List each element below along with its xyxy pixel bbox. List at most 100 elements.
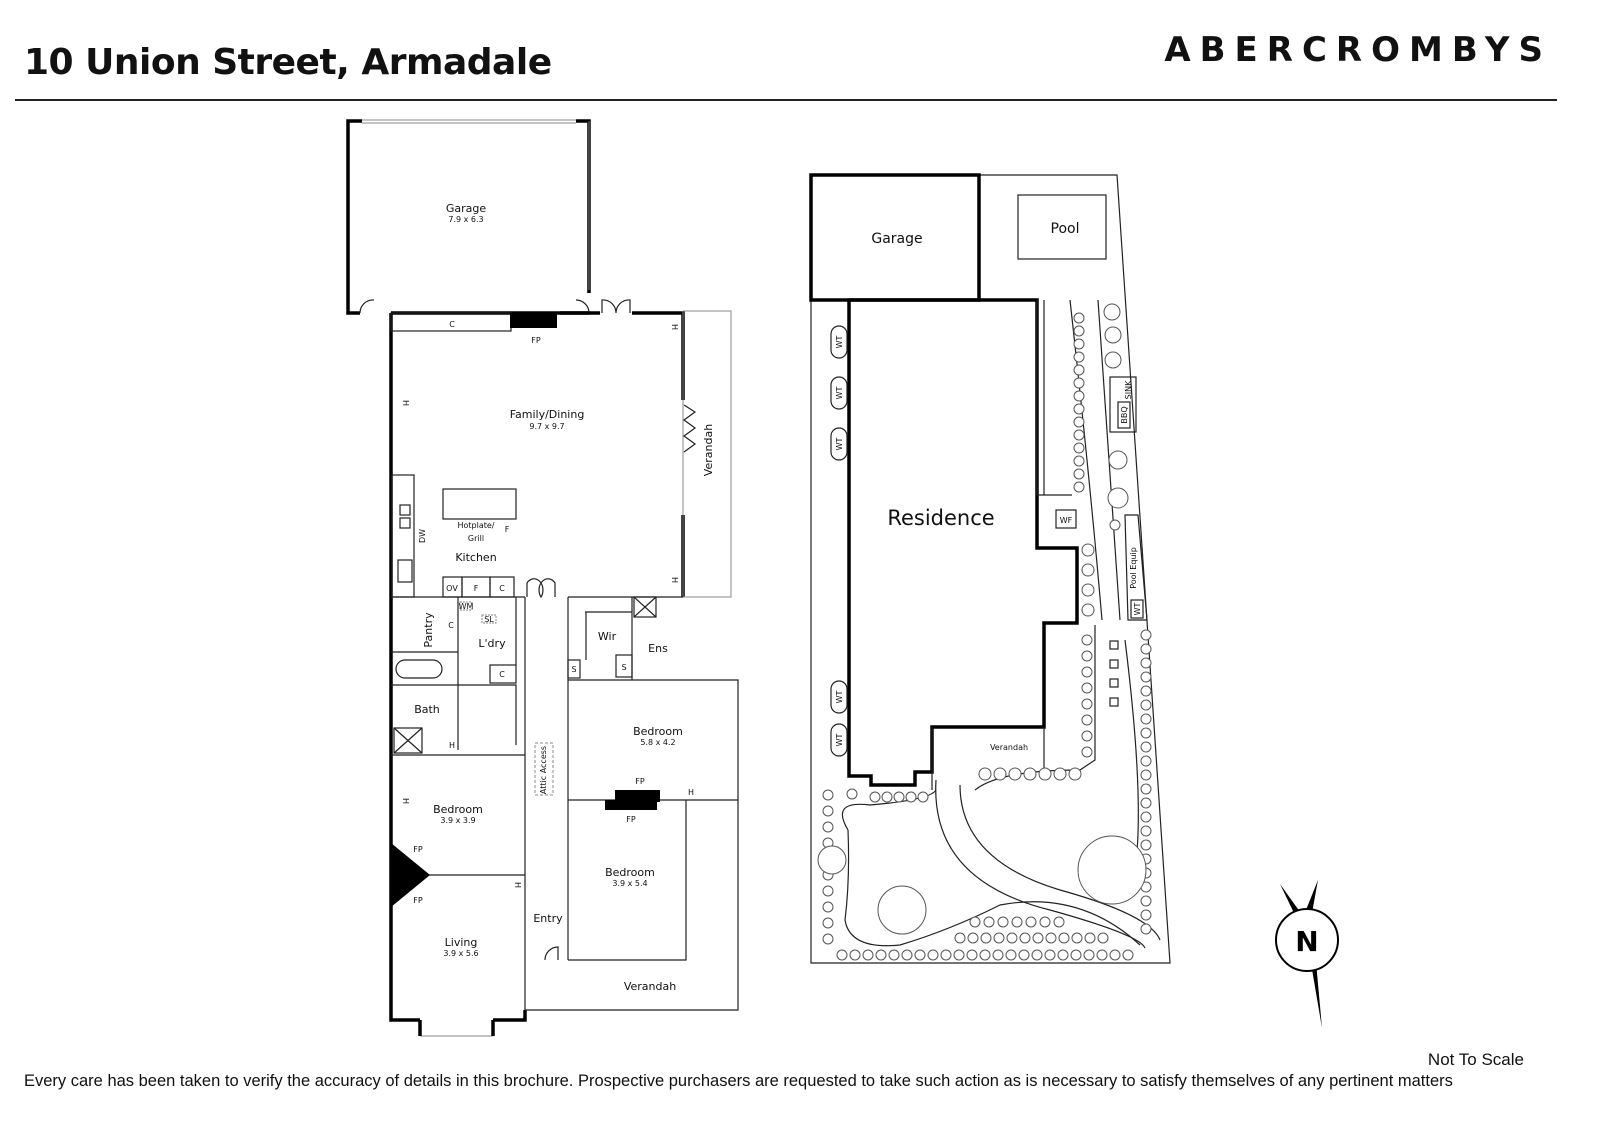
tree-icon bbox=[1084, 932, 1096, 944]
heater-code: H bbox=[688, 788, 694, 797]
fireplace-code: FP bbox=[413, 896, 423, 905]
tree-icon bbox=[1109, 949, 1121, 961]
cooktop bbox=[397, 559, 413, 583]
tree-icon bbox=[1140, 643, 1152, 655]
room-label-kitchen: Kitchen bbox=[455, 551, 496, 564]
room-label-laundry: L'dry bbox=[478, 637, 506, 650]
tree-icon bbox=[1140, 769, 1152, 781]
tree-icon bbox=[1025, 916, 1037, 928]
tree-icon bbox=[1077, 835, 1147, 905]
site-label-pool: Pool bbox=[1051, 221, 1080, 237]
tree-icon bbox=[1073, 416, 1085, 428]
fireplace-code: FP bbox=[531, 336, 541, 345]
water-tank-label: WT bbox=[835, 733, 844, 746]
room-label-family-dining: Family/Dining bbox=[510, 408, 585, 421]
room-label-pantry: Pantry bbox=[422, 612, 435, 648]
cupboard-code: C bbox=[448, 621, 454, 630]
tree-icon bbox=[1104, 351, 1122, 369]
tree-icon bbox=[1073, 338, 1085, 350]
tree-icon bbox=[983, 916, 995, 928]
tree-icon bbox=[954, 932, 966, 944]
cupboard-code: C bbox=[499, 670, 505, 679]
tree-icon bbox=[966, 949, 978, 961]
oven-code: OV bbox=[446, 584, 458, 593]
tree-icon bbox=[822, 789, 834, 801]
sink-label: SINK bbox=[1124, 380, 1133, 399]
shelf-code: S bbox=[621, 663, 626, 672]
room-label-ensuite: Ens bbox=[648, 642, 668, 655]
tree-icon bbox=[1083, 949, 1095, 961]
water-tank-label: WT bbox=[1133, 602, 1142, 615]
tree-icon bbox=[1073, 429, 1085, 441]
tree-icon bbox=[969, 916, 981, 928]
tree-icon bbox=[1081, 730, 1093, 742]
tree-icon bbox=[1044, 949, 1056, 961]
attic-access-label: Attic Access bbox=[539, 746, 548, 794]
tree-icon bbox=[914, 949, 926, 961]
tree-icon bbox=[1140, 699, 1152, 711]
tree-icon bbox=[1140, 629, 1152, 641]
tree-icon bbox=[1006, 932, 1018, 944]
tree-icon bbox=[1122, 949, 1134, 961]
garden-trees bbox=[817, 303, 1152, 961]
not-to-scale-note: Not To Scale bbox=[1427, 1050, 1524, 1069]
tree-icon bbox=[1140, 685, 1152, 697]
tree-icon bbox=[953, 949, 965, 961]
tree-icon bbox=[1073, 390, 1085, 402]
tree-icon bbox=[1008, 767, 1022, 781]
tree-icon bbox=[1140, 783, 1152, 795]
tree-icon bbox=[1140, 909, 1152, 921]
tree-icon bbox=[1073, 377, 1085, 389]
front-door bbox=[544, 946, 559, 961]
tree-icon bbox=[1073, 468, 1085, 480]
pool-equip-label: Pool Equip bbox=[1129, 547, 1138, 589]
room-label-front-verandah: Verandah bbox=[624, 980, 676, 993]
tree-icon bbox=[1073, 442, 1085, 454]
kitchen-bench bbox=[391, 474, 415, 598]
tree-icon bbox=[822, 805, 834, 817]
tree-icon bbox=[1140, 839, 1152, 851]
tree-icon bbox=[1081, 682, 1093, 694]
room-size-bedroom-2: 3.9 x 3.9 bbox=[440, 816, 475, 825]
fireplace bbox=[510, 313, 557, 328]
double-door bbox=[601, 299, 631, 314]
tree-icon bbox=[901, 949, 913, 961]
tree-icon bbox=[1140, 727, 1152, 739]
tree-icon bbox=[822, 933, 834, 945]
tree-icon bbox=[1081, 563, 1095, 577]
tree-icon bbox=[917, 791, 929, 803]
tree-icon bbox=[993, 767, 1007, 781]
tree-icon bbox=[1107, 487, 1129, 509]
tree-icon bbox=[1081, 634, 1093, 646]
site-pool bbox=[1017, 194, 1107, 260]
tree-icon bbox=[1073, 351, 1085, 363]
tree-icon bbox=[869, 791, 881, 803]
residence-outline bbox=[847, 298, 1079, 787]
tree-icon bbox=[1081, 714, 1093, 726]
fireplace-code: FP bbox=[626, 815, 636, 824]
heater-code: H bbox=[670, 324, 679, 330]
dishwasher-code: DW bbox=[418, 529, 427, 543]
room-label-wir: Wir bbox=[598, 630, 617, 643]
tree-icon bbox=[849, 949, 861, 961]
tree-icon bbox=[1140, 895, 1152, 907]
tree-icon bbox=[1140, 713, 1152, 725]
water-tank-label: WT bbox=[835, 690, 844, 703]
tree-icon bbox=[1140, 671, 1152, 683]
water-tank-label: WT bbox=[835, 386, 844, 399]
bbq-label: BBQ bbox=[1120, 406, 1129, 423]
tree-icon bbox=[993, 932, 1005, 944]
tree-icon bbox=[1058, 932, 1070, 944]
tree-icon bbox=[1073, 481, 1085, 493]
room-size-bedroom-3: 3.9 x 5.4 bbox=[612, 879, 647, 888]
tree-icon bbox=[1081, 650, 1093, 662]
tree-icon bbox=[1081, 583, 1095, 597]
tree-icon bbox=[1023, 767, 1037, 781]
tree-icon bbox=[1018, 949, 1030, 961]
tree-icon bbox=[1096, 949, 1108, 961]
tree-icon bbox=[1103, 303, 1121, 321]
bathtub bbox=[395, 659, 443, 679]
kitchen-island bbox=[442, 488, 517, 520]
site-label-residence: Residence bbox=[887, 506, 994, 530]
corner-fireplace bbox=[391, 843, 430, 907]
